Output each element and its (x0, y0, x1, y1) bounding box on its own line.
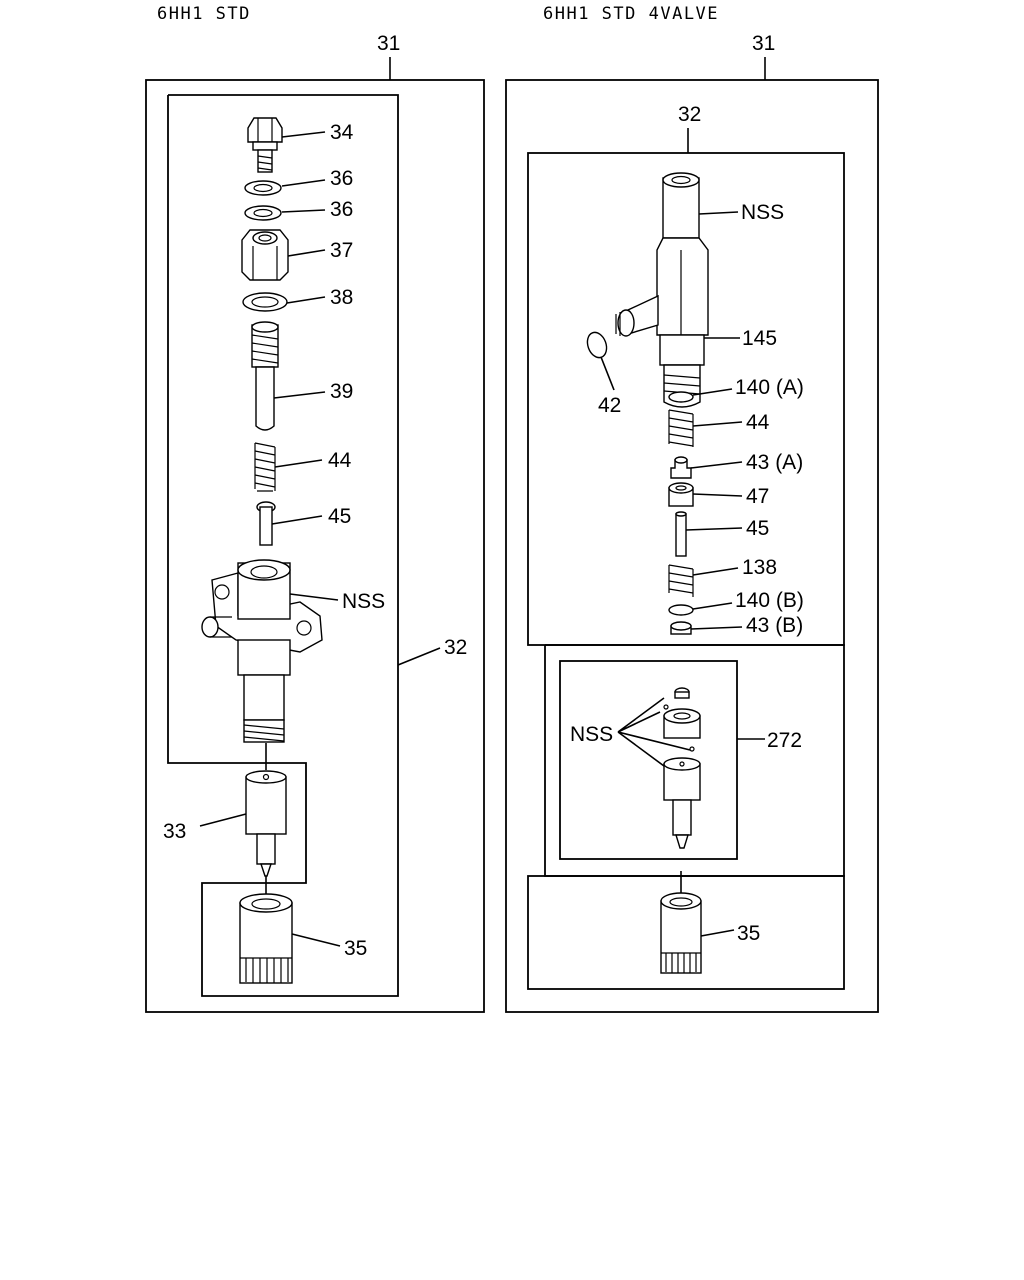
heading-6hh1-std: 6HH1 STD (157, 4, 251, 24)
callout-spring-upper: 44 (746, 411, 770, 434)
nozzle-part (245, 770, 287, 877)
callout-collar: 47 (746, 485, 769, 508)
heading-6hh1-std-4valve: 6HH1 STD 4VALVE (543, 4, 720, 24)
right-holder-label: 32 (678, 103, 701, 126)
callout-retaining-nut-left: 35 (344, 937, 367, 960)
left-diagram: 31 32 34 36 36 (145, 32, 485, 1013)
seat-b-part (670, 621, 692, 635)
callout-connector: 145 (742, 327, 777, 350)
injector-body-part-right (615, 172, 709, 408)
callout-pin: 45 (328, 505, 351, 528)
nozzle-kit-parts (663, 687, 701, 849)
seat-a-part (670, 456, 692, 479)
callout-seat-a: 43 (A) (746, 451, 803, 474)
retaining-nut-part-right (660, 892, 702, 974)
callout-shim-b: 140 (B) (735, 589, 804, 612)
right-retaining-nut-frame (527, 875, 845, 990)
shim-a-part (668, 391, 694, 403)
pin-part (256, 501, 276, 546)
right-diagram: 31 32 NSS 42 145 140 (A (505, 32, 879, 1013)
push-rod-part (251, 321, 279, 431)
retaining-nut-part-left (239, 893, 293, 984)
callout-spring: 44 (328, 449, 352, 472)
o-ring-part (586, 331, 608, 359)
gasket-upper-part (244, 180, 282, 196)
left-assembly-label: 31 (377, 32, 400, 55)
callout-body-nss-right: NSS (741, 201, 784, 224)
callout-pin-right: 45 (746, 517, 769, 540)
left-holder-frame (167, 94, 399, 997)
left-assembly-frame (145, 79, 485, 1013)
callout-eye-bolt: 34 (330, 121, 354, 144)
callout-retaining-nut-right: 35 (737, 922, 760, 945)
callout-nozzle: 33 (163, 820, 186, 843)
spring-lower-part (668, 564, 694, 597)
eye-bolt-part (247, 117, 283, 173)
shim-b-part (668, 604, 694, 616)
right-assembly-frame (505, 79, 879, 1013)
callout-o-ring: 42 (598, 394, 621, 417)
callout-spring-lower: 138 (742, 556, 777, 579)
left-holder-label: 32 (444, 636, 467, 659)
spring-part (254, 442, 276, 492)
spring-upper-part (668, 409, 694, 447)
callout-nozzle-kit: 272 (767, 729, 802, 752)
callout-washer: 38 (330, 286, 353, 309)
callout-seat-b: 43 (B) (746, 614, 803, 637)
nut-part (241, 229, 289, 281)
callout-gasket-lower: 36 (330, 198, 353, 221)
injector-body-part (201, 559, 323, 743)
nozzle-kit-frame (559, 660, 738, 860)
pin-part-right (675, 513, 687, 557)
callout-shim-a: 140 (A) (735, 376, 804, 399)
gasket-lower-part (244, 205, 282, 221)
collar-part (668, 482, 694, 507)
callout-body-nss: NSS (342, 590, 385, 613)
right-assembly-label: 31 (752, 32, 775, 55)
callout-nut: 37 (330, 239, 353, 262)
callout-push-rod: 39 (330, 380, 353, 403)
callout-gasket-upper: 36 (330, 167, 353, 190)
washer-part (242, 292, 288, 312)
callout-nozzle-kit-nss: NSS (570, 723, 613, 746)
